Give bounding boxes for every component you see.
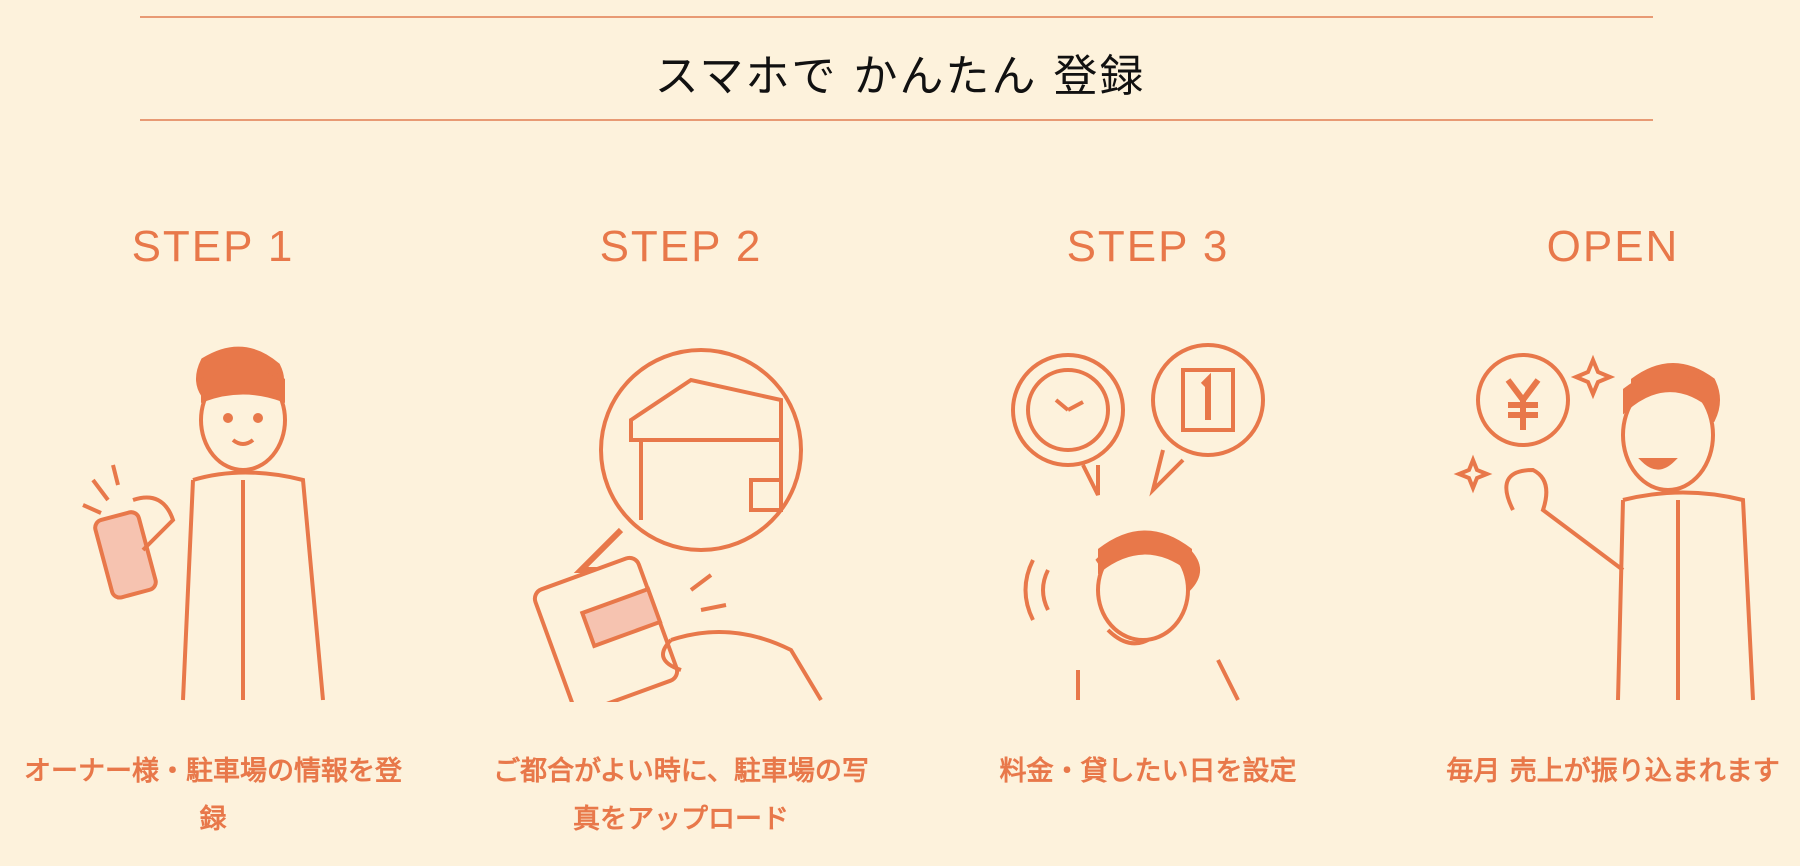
step-caption: ご都合がよい時に、駐車場の写真をアップロード [493,756,869,835]
top-divider [140,16,1653,18]
step-label: STEP 1 [131,222,295,271]
step-3: STEP 3 料金・貸したい日を設定 [928,222,1368,796]
step-2: STEP 2 ご都合がよい時に、駐車場の写真をアップロード [461,222,901,844]
step-caption: オーナー様・駐車場の情報を登録 [24,756,402,835]
person-with-phone-icon [82,346,325,701]
page-title: スマホで かんたん 登録 [654,51,1146,102]
upload-parking-photo-icon [532,348,823,715]
step-label: STEP 3 [1066,222,1230,271]
step-caption: 料金・貸したい日を設定 [999,756,1297,787]
set-price-and-date-icon [1011,343,1265,701]
step-label: STEP 2 [599,222,763,271]
step-caption: 毎月 売上が振り込まれます [1446,756,1780,787]
bottom-divider [140,119,1653,121]
step-4: OPEN 毎月 売上が振り込まれます [1393,222,1800,796]
step-1: STEP 1 オーナー様・駐車場の情報を登録 [0,222,433,844]
monthly-payment-icon [1453,353,1755,701]
step-label: OPEN [1546,222,1680,271]
